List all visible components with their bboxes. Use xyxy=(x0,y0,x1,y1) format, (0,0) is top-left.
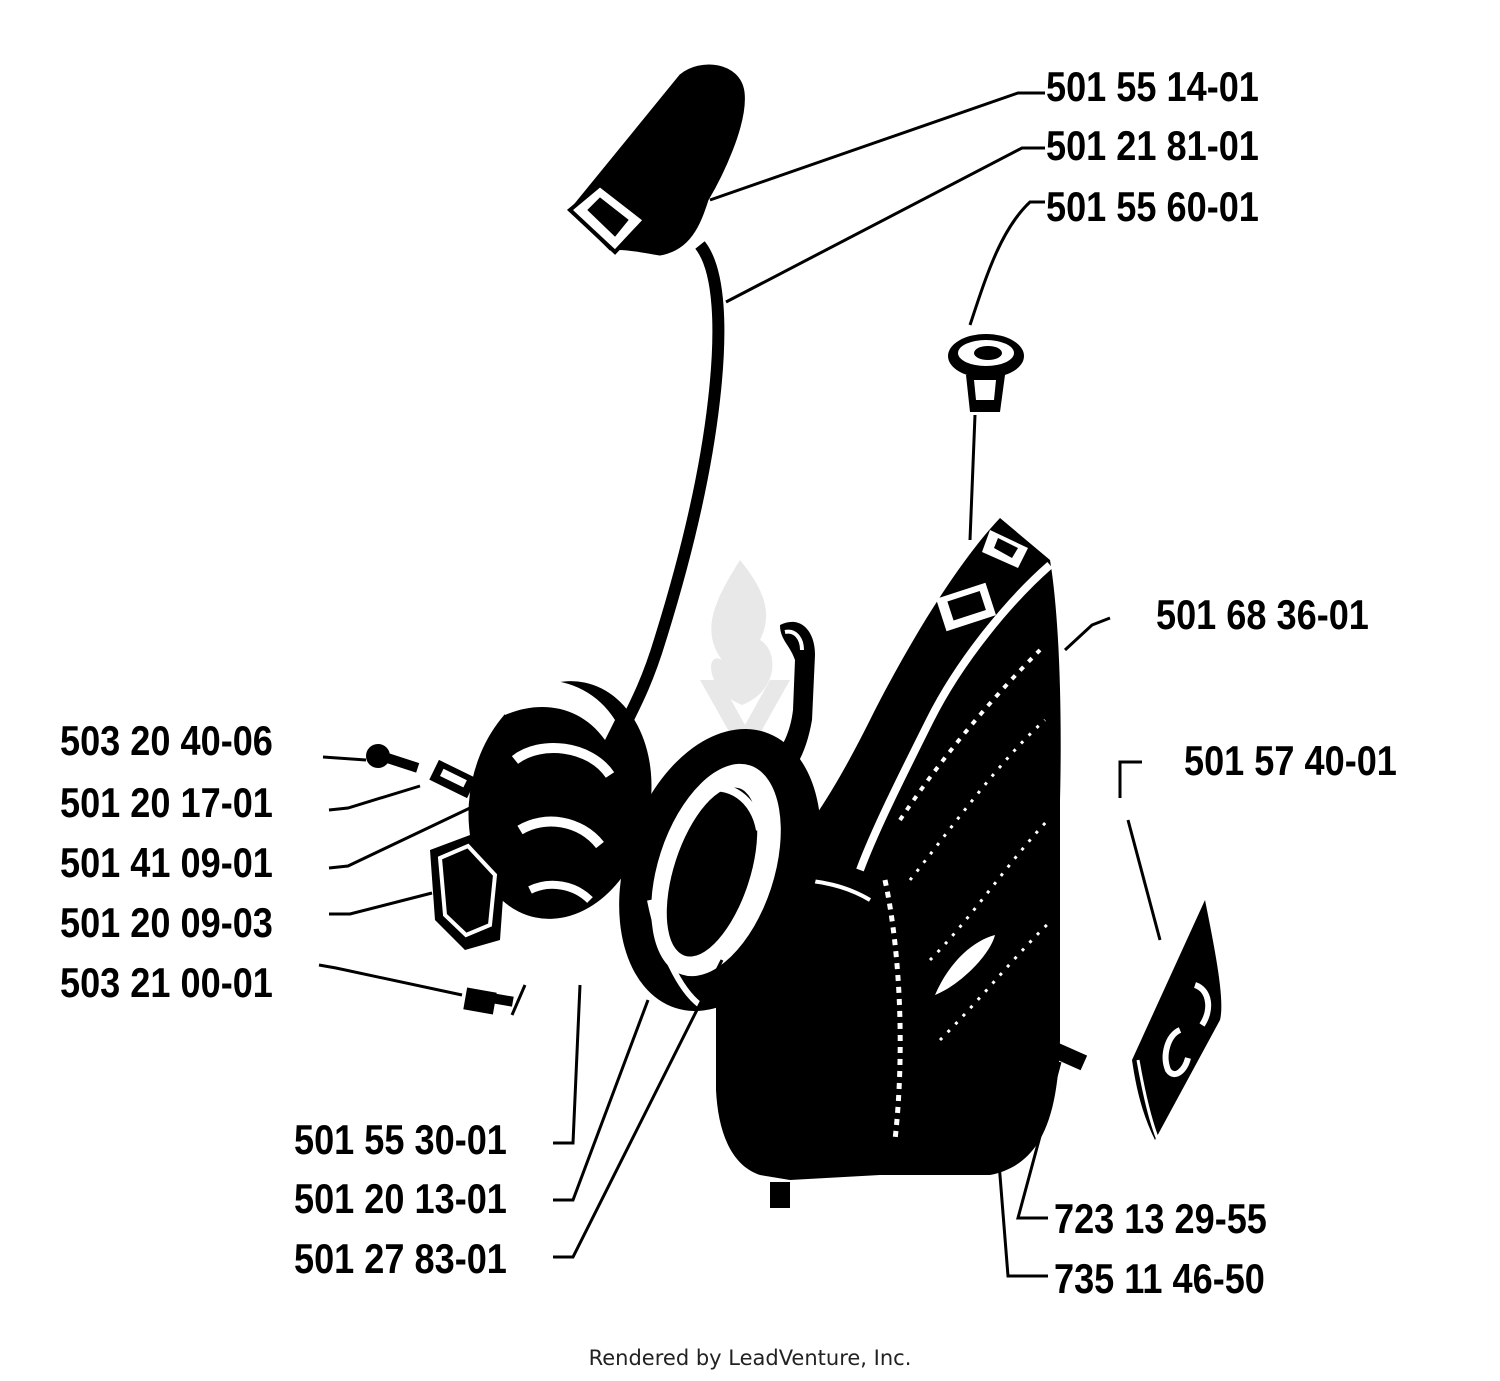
part-label-501-68-36-01: 501 68 36-01 xyxy=(1156,591,1369,638)
part-label-501-20-13-01: 501 20 13-01 xyxy=(294,1175,507,1222)
part-label-503-20-40-06: 503 20 40-06 xyxy=(60,717,273,764)
render-credit: Rendered by LeadVenture, Inc. xyxy=(588,1346,912,1370)
part-label-501-55-30-01: 501 55 30-01 xyxy=(294,1116,507,1163)
leader-lines xyxy=(318,91,1162,1278)
part-label-501-55-60-01: 501 55 60-01 xyxy=(1046,183,1259,230)
part-label-501-41-09-01: 501 41 09-01 xyxy=(60,839,273,886)
part-label-501-20-09-03: 501 20 09-03 xyxy=(60,899,273,946)
bolt-723-13-29-55 xyxy=(994,1009,1088,1071)
part-label-735-11-46-50: 735 11 46-50 xyxy=(1054,1255,1265,1302)
part-label-501-57-40-01: 501 57 40-01 xyxy=(1184,737,1397,784)
recoil-spring-assembly xyxy=(430,680,652,950)
screw-503-21-00-01 xyxy=(463,987,514,1015)
rope-pulley xyxy=(619,729,821,1011)
starter-housing xyxy=(716,518,1061,1208)
starter-rope xyxy=(619,241,725,728)
starter-handle xyxy=(566,64,745,256)
watermark-logo xyxy=(700,560,790,760)
starter-decal xyxy=(1132,900,1222,1141)
part-label-501-20-17-01: 501 20 17-01 xyxy=(60,779,273,826)
part-label-503-21-00-01: 503 21 00-01 xyxy=(60,959,273,1006)
rope-guide-bushing xyxy=(948,334,1024,412)
part-label-723-13-29-55: 723 13 29-55 xyxy=(1054,1195,1267,1242)
part-label-501-27-83-01: 501 27 83-01 xyxy=(294,1235,507,1282)
screw-503-20-40-06 xyxy=(366,744,420,773)
part-label-501-55-14-01: 501 55 14-01 xyxy=(1046,63,1259,110)
part-label-501-21-81-01: 501 21 81-01 xyxy=(1046,122,1259,169)
housing-bracket xyxy=(760,621,815,790)
